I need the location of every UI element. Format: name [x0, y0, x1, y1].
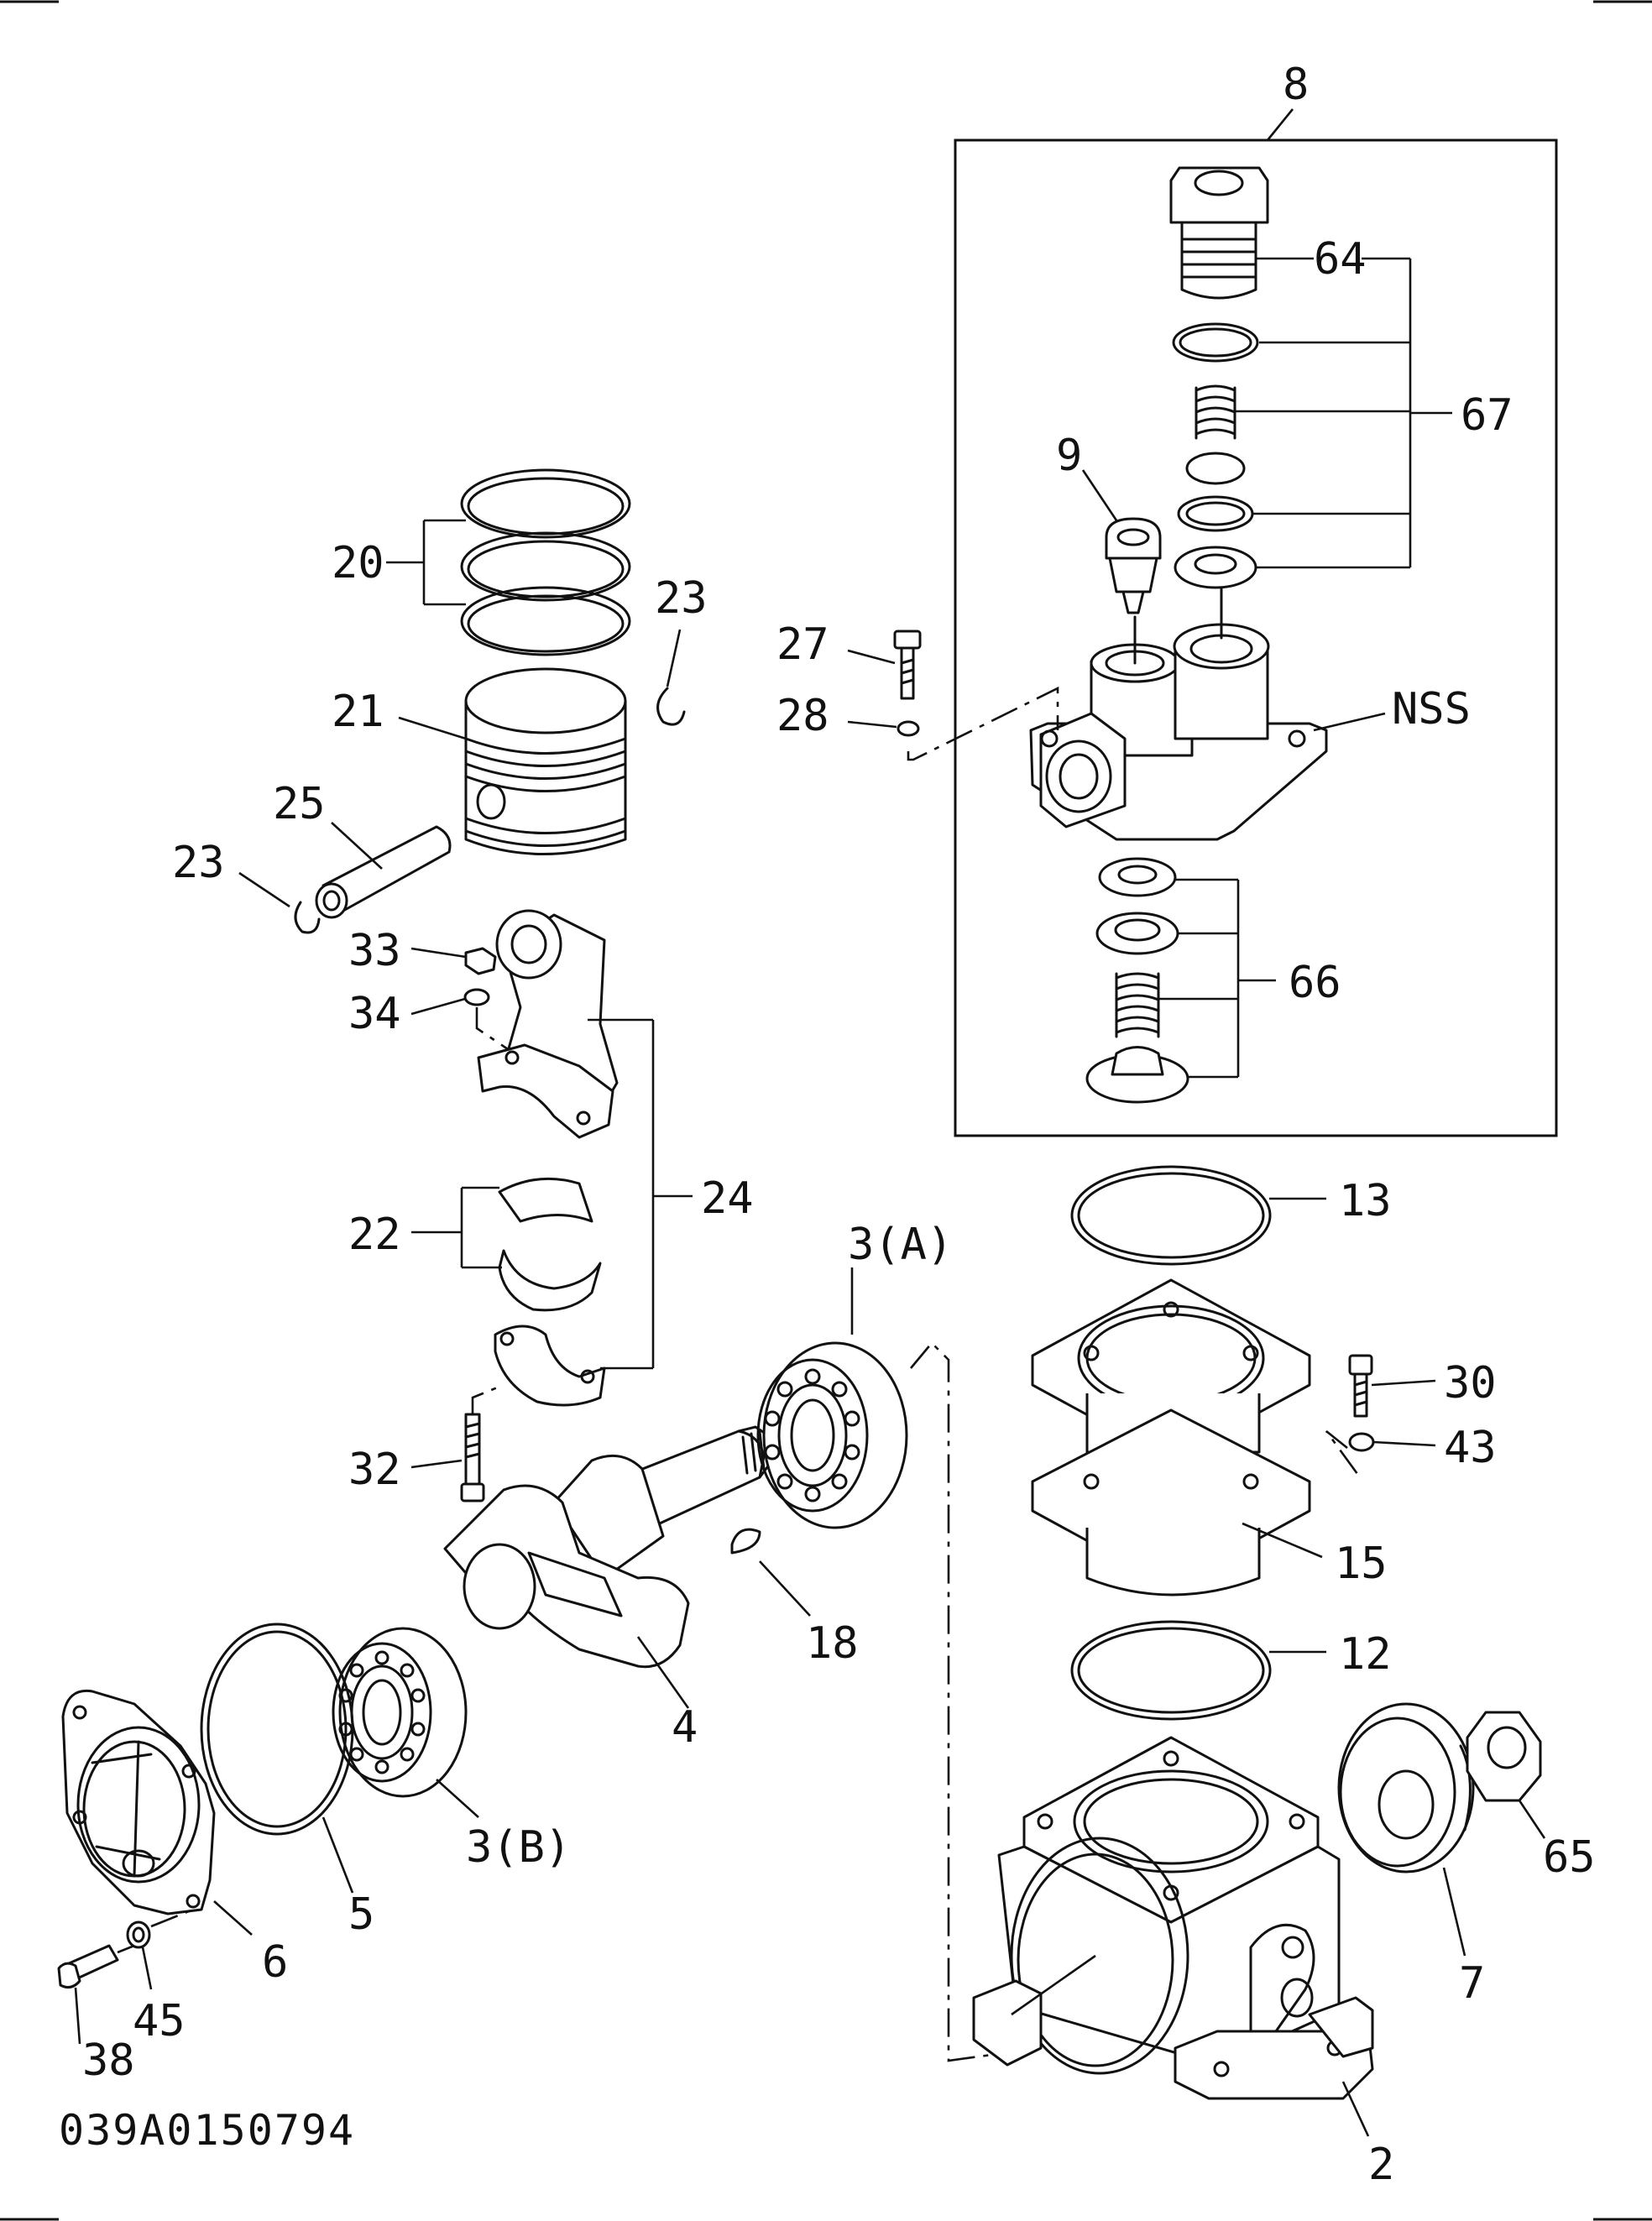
part-38-bolt	[57, 1944, 135, 2045]
callout-67: 67	[1461, 390, 1513, 441]
callout-23-upper: 23	[655, 573, 708, 624]
part-6-end-cover	[61, 1689, 253, 1936]
callout-34: 34	[348, 989, 401, 1039]
callout-8: 8	[1283, 60, 1309, 110]
part-9-check-valve	[1081, 469, 1162, 614]
part-23-snap-ring-upper	[656, 629, 686, 726]
callout-5: 5	[348, 1889, 374, 1940]
part-66-valve-kit	[1085, 857, 1276, 1104]
callout-25: 25	[273, 779, 326, 829]
part-67-valve-kit	[1172, 257, 1452, 589]
callout-65: 65	[1543, 1832, 1596, 1883]
part-12-o-ring	[1070, 1620, 1326, 1721]
part-13-o-ring	[1070, 1165, 1326, 1266]
part-34-washer	[410, 988, 509, 1051]
callout-nss: NSS	[1392, 684, 1471, 734]
callout-38: 38	[82, 2035, 135, 2086]
part-33-nut	[410, 947, 497, 975]
callout-45: 45	[133, 1996, 186, 2046]
callout-13: 13	[1339, 1176, 1392, 1226]
callout-33: 33	[348, 926, 401, 976]
document-number: 039A0150794	[59, 2106, 355, 2155]
callout-30: 30	[1444, 1358, 1497, 1408]
part-20-piston-rings	[386, 468, 631, 656]
part-45-washer	[126, 1908, 194, 1990]
callout-3b: 3(B)	[466, 1822, 571, 1873]
part-43-washer	[1325, 1429, 1436, 1478]
callout-15: 15	[1335, 1539, 1388, 1589]
part-30-bolt	[1348, 1354, 1436, 1418]
callout-7: 7	[1459, 1958, 1485, 2009]
part-65-nut	[1466, 1711, 1546, 1839]
part-32-bolt	[410, 1383, 504, 1502]
callout-23-lower: 23	[172, 838, 225, 888]
callout-6: 6	[262, 1937, 288, 1988]
part-27-bolt	[847, 630, 922, 700]
part-64-fitting	[1169, 166, 1314, 300]
callout-27: 27	[776, 619, 829, 670]
callout-12: 12	[1339, 1629, 1392, 1680]
part-18-key	[730, 1528, 811, 1617]
part-28-washer	[847, 686, 1059, 761]
callout-66: 66	[1289, 958, 1341, 1008]
callout-2: 2	[1368, 2140, 1394, 2190]
callout-18: 18	[806, 1618, 859, 1669]
callout-21: 21	[332, 687, 384, 737]
part-7-flange	[1337, 1702, 1475, 1957]
part-4-crankshaft	[443, 1425, 774, 1709]
part-21-piston	[398, 667, 627, 855]
part-2-crankcase	[972, 1736, 1374, 2137]
part-24-connecting-rod	[477, 909, 693, 1370]
callout-4: 4	[672, 1702, 698, 1753]
part-3b-bearing	[332, 1627, 479, 1818]
connecting-rod-cap	[494, 1325, 606, 1407]
part-22-bearing-shells	[411, 1177, 602, 1312]
callout-64: 64	[1314, 234, 1367, 285]
part-15-cylinder	[1031, 1278, 1323, 1597]
callout-3a: 3(A)	[848, 1220, 953, 1270]
valve-assembly-frame	[954, 108, 1558, 1137]
callout-28: 28	[776, 691, 829, 741]
part-25-piston-pin	[315, 822, 452, 919]
part-5-o-ring	[200, 1623, 354, 1894]
callout-32: 32	[348, 1445, 401, 1495]
callout-20: 20	[332, 538, 384, 588]
part-3a-bearing	[756, 1267, 1042, 2062]
callout-43: 43	[1444, 1423, 1497, 1473]
callout-22: 22	[348, 1210, 401, 1260]
nss-valve-body	[1029, 586, 1386, 841]
callout-labels: 8 64 67 9 NSS 27 28 66 20 23 21 25 23 33…	[82, 60, 1596, 2190]
callout-24: 24	[701, 1173, 754, 1224]
part-23-snap-ring-lower	[238, 871, 321, 934]
callout-9: 9	[1056, 431, 1082, 481]
